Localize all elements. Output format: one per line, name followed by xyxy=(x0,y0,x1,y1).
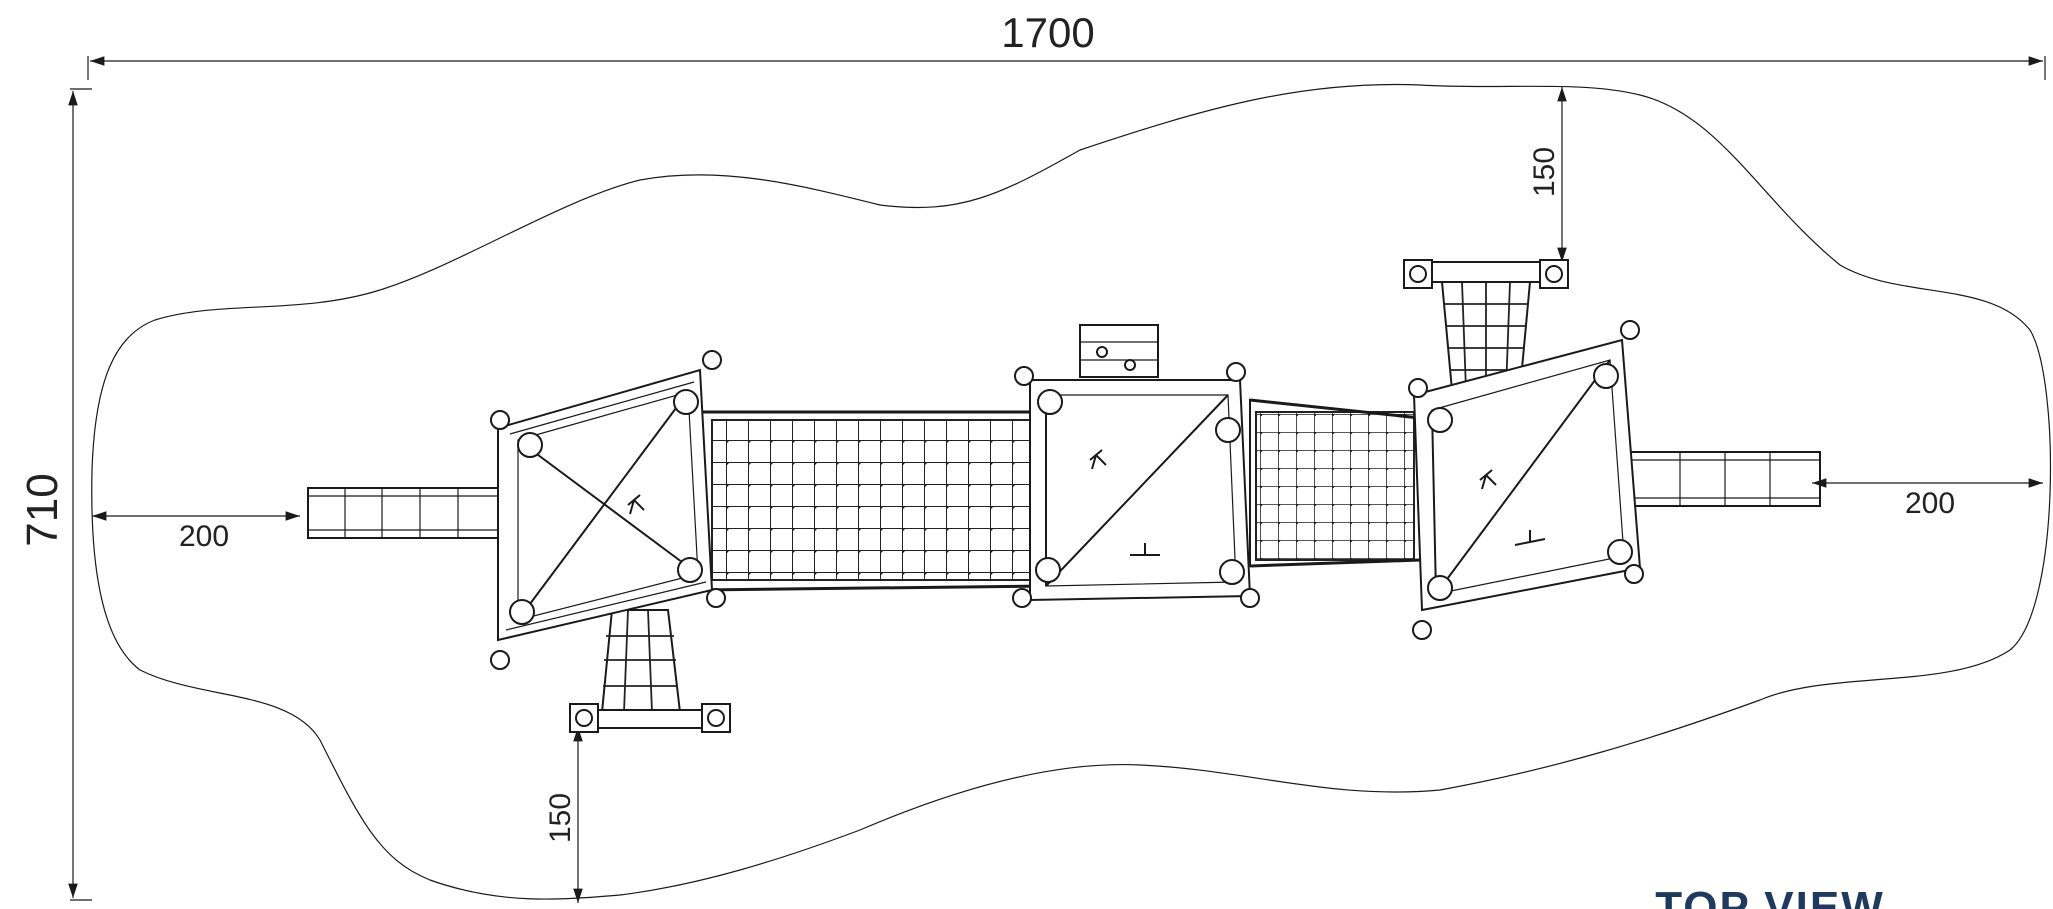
left-clearance-label: 200 xyxy=(179,520,229,553)
left-tower xyxy=(490,350,726,670)
view-label: TOP VIEW xyxy=(1655,883,1885,909)
left-ramp xyxy=(307,487,499,539)
bottom-rope-ladder xyxy=(569,609,731,733)
left-tunnel-net xyxy=(699,410,1048,592)
bottom-clearance-dimension: 150 xyxy=(544,727,583,903)
middle-tower xyxy=(1012,362,1260,608)
right-tower xyxy=(1408,320,1644,640)
top-clearance-label: 150 xyxy=(1528,147,1561,197)
bottom-clearance-label: 150 xyxy=(544,793,577,843)
right-tunnel-net xyxy=(1249,398,1421,568)
height-dimension: 710 xyxy=(18,88,92,901)
right-clearance-label: 200 xyxy=(1905,487,1955,520)
right-clearance-dimension: 200 xyxy=(1812,478,2043,520)
height-dimension-label: 710 xyxy=(18,473,67,546)
top-clearance-dimension: 150 xyxy=(1528,87,1567,262)
top-rope-ladder xyxy=(1403,259,1569,391)
safety-zone-outline xyxy=(91,83,2052,900)
right-ramp xyxy=(1629,451,1821,507)
top-block xyxy=(1079,324,1159,378)
width-dimension: 1700 xyxy=(87,9,2046,80)
left-clearance-dimension: 200 xyxy=(92,511,300,553)
width-dimension-label: 1700 xyxy=(1001,9,1094,56)
